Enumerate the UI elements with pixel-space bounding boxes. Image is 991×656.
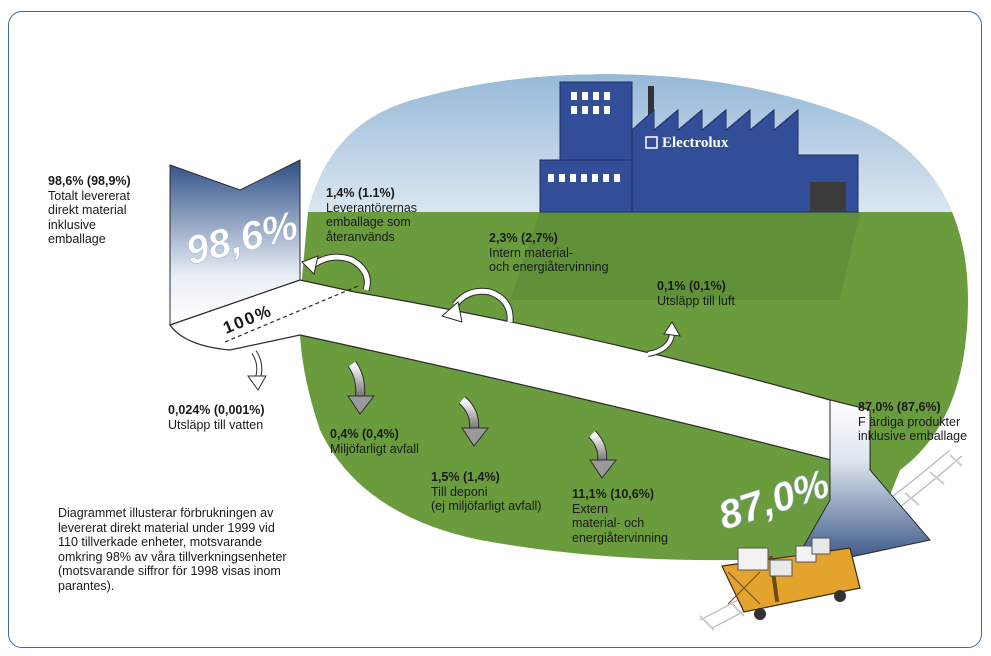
internal-line-2: och energiåtervinning (489, 260, 609, 274)
internal-recovery-loop-arrow (440, 287, 514, 323)
reused-line-2: emballage som (326, 215, 411, 229)
reused-line-3: återanvänds (326, 229, 395, 244)
factory-building: Electrolux (539, 81, 859, 213)
electrolux-logo: Electrolux (645, 135, 729, 151)
landfill-arrow (458, 396, 490, 447)
note-line-6: parantes). (58, 578, 115, 593)
note-line-4: omkring 98% av våra tillverkningsenheter (58, 549, 287, 564)
reused-value: 1,4% (1.1%) (326, 186, 395, 200)
hazardous-waste-arrow (347, 361, 376, 415)
output-arrow (789, 399, 931, 571)
origin-line (224, 285, 359, 343)
brand-name: Electrolux (662, 135, 729, 151)
water-value: 0,024% (0,001%) (168, 403, 265, 417)
note-line-1: Diagrammet illusterar förbrukningen av (58, 506, 274, 520)
external-recovery-label: 11,1% (10,6%) Extern material- och energ… (572, 487, 668, 545)
finished-products-label: 87,0% (87,6%) F ärdiga produkter inklusi… (858, 400, 967, 444)
water-line-1: Utsläpp till vatten (168, 417, 264, 432)
water-emission-arrow (247, 350, 267, 391)
external-recovery-arrow (588, 430, 618, 479)
reused-packaging-label: 1,4% (1.1%) Leverantörernas emballage so… (326, 186, 417, 244)
landfill-line-2: (ej miljöfarligt avfall) (431, 499, 542, 513)
input-arrow (169, 159, 301, 326)
hazard-line-1: Miljöfarligt avfall (330, 441, 419, 456)
internal-value: 2,3% (2,7%) (489, 231, 558, 245)
air-value: 0,1% (0,1%) (657, 279, 726, 293)
note-line-3: 110 tillverkade enheter, motsvarande (58, 535, 263, 549)
input-line-4: emballage (48, 232, 106, 246)
input-label: 98,6% (98,9%) Totalt levererat direkt ma… (48, 174, 131, 247)
note-line-5: (motsvarande siffror för 1998 visas inom (58, 564, 281, 578)
input-value: 98,6% (98,9%) (48, 174, 131, 188)
products-value: 87,0% (87,6%) (858, 400, 941, 414)
air-emission-arrow (647, 321, 681, 357)
landfill-label: 1,5% (1,4%) Till deponi (ej miljöfarligt… (431, 470, 541, 514)
explanatory-note: Diagrammet illusterar förbrukningen av l… (58, 506, 348, 593)
reused-line-1: Leverantörernas (326, 200, 418, 215)
external-line-3: energiåtervinning (572, 530, 668, 545)
air-emission-label: 0,1% (0,1%) Utsläpp till luft (657, 279, 735, 308)
landfill-line-1: Till deponi (431, 484, 488, 499)
diagram-frame (8, 11, 982, 648)
water-emission-label: 0,024% (0,001%) Utsläpp till vatten (168, 403, 265, 432)
note-line-2: levererat direkt material under 1999 vid (58, 520, 275, 535)
external-value: 11,1% (10,6%) (572, 487, 654, 501)
material-flow-band (169, 159, 931, 571)
external-line-1: Extern (572, 501, 609, 516)
factory-shadow (510, 212, 860, 300)
input-line-2: direkt material (48, 203, 127, 217)
products-line-2: inklusive emballage (858, 429, 968, 443)
hazardous-waste-label: 0,4% (0,4%) Miljöfarligt avfall (330, 427, 419, 456)
products-line-1: F ärdiga produkter (858, 414, 961, 429)
reuse-loop-arrow (301, 253, 371, 292)
landfill-value: 1,5% (1,4%) (431, 470, 500, 484)
freight-wagon (721, 537, 861, 620)
flow-band (169, 279, 871, 471)
input-line-3: inklusive (48, 217, 96, 232)
internal-line-1: Intern material- (489, 245, 574, 260)
hazard-value: 0,4% (0,4%) (330, 427, 399, 441)
internal-recovery-label: 2,3% (2,7%) Intern material- och energiå… (489, 231, 609, 275)
external-line-2: material- och (572, 516, 645, 530)
input-line-1: Totalt levererat (48, 188, 130, 203)
air-line-1: Utsläpp till luft (657, 293, 735, 308)
